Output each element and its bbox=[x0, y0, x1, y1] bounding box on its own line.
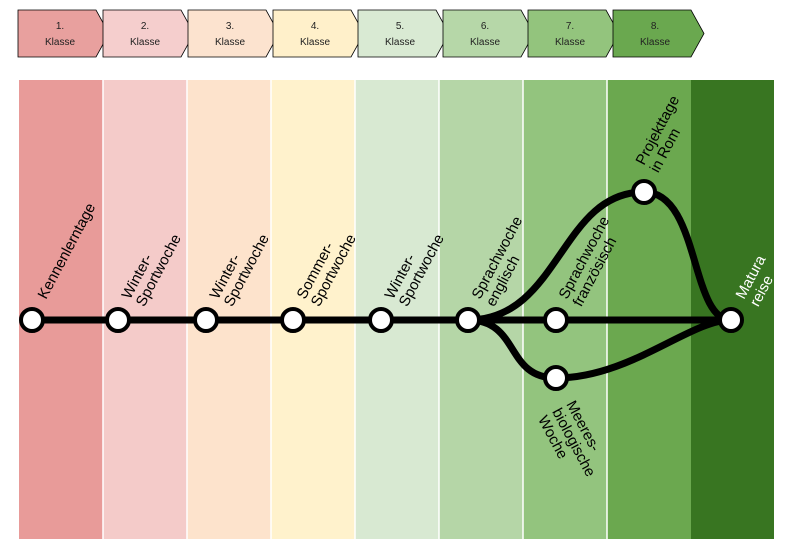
stop-sprachwoche-englisch bbox=[455, 307, 481, 333]
grade-chevron-row: 1. Klasse 2. Klasse 3. Klasse 4. Klasse 5. Klasse… bbox=[17, 9, 705, 58]
stop-meeresbiologische-woche bbox=[543, 365, 569, 391]
stop-kennenlerntage bbox=[19, 307, 45, 333]
grade-number: 6. bbox=[481, 21, 489, 32]
grade-chevron-1: 1. Klasse bbox=[17, 9, 110, 58]
station-stops bbox=[19, 179, 744, 391]
grade-label: Klasse bbox=[555, 37, 585, 48]
grade-number: 4. bbox=[311, 21, 319, 32]
grade-chevron-shape bbox=[527, 9, 620, 58]
grade-chevron-6: 6. Klasse bbox=[442, 9, 535, 58]
stop-sprachwoche-franzoesisch bbox=[543, 307, 569, 333]
grade-chevron-2: 2. Klasse bbox=[102, 9, 195, 58]
grade-chevron-8: 8. Klasse bbox=[612, 9, 705, 58]
grade-chevron-shape bbox=[442, 9, 535, 58]
stop-maturareise bbox=[718, 307, 744, 333]
grade-chevron-7: 7. Klasse bbox=[527, 9, 620, 58]
grade-chevron-3: 3. Klasse bbox=[187, 9, 280, 58]
grade-label: Klasse bbox=[215, 37, 245, 48]
grade-number: 5. bbox=[396, 21, 404, 32]
stop-winter-sportwoche-1 bbox=[105, 307, 131, 333]
grade-label: Klasse bbox=[385, 37, 415, 48]
grade-band-5 bbox=[355, 80, 439, 539]
grade-label: Klasse bbox=[640, 37, 670, 48]
grade-chevron-4: 4. Klasse bbox=[272, 9, 365, 58]
grade-number: 8. bbox=[651, 21, 659, 32]
grade-label: Klasse bbox=[45, 37, 75, 48]
stop-winter-sportwoche-3 bbox=[368, 307, 394, 333]
grade-number: 2. bbox=[141, 21, 149, 32]
stop-projekttage-rom bbox=[631, 179, 657, 205]
grade-label: Klasse bbox=[470, 37, 500, 48]
grade-number: 3. bbox=[226, 21, 234, 32]
grade-chevron-shape bbox=[357, 9, 450, 58]
grade-label: Klasse bbox=[300, 37, 330, 48]
grade-chevron-shape bbox=[102, 9, 195, 58]
stop-sommer-sportwoche bbox=[280, 307, 306, 333]
grade-label: Klasse bbox=[130, 37, 160, 48]
stop-winter-sportwoche-2 bbox=[193, 307, 219, 333]
grade-number: 7. bbox=[566, 21, 574, 32]
grade-number: 1. bbox=[56, 21, 64, 32]
grade-chevron-shape bbox=[17, 9, 110, 58]
grade-chevron-shape bbox=[272, 9, 365, 58]
grade-chevron-shape bbox=[187, 9, 280, 58]
grade-band-4 bbox=[271, 80, 355, 539]
grade-band-8 bbox=[607, 80, 691, 539]
grade-chevron-shape bbox=[612, 9, 705, 58]
grade-chevron-5: 5. Klasse bbox=[357, 9, 450, 58]
grade-band-7 bbox=[523, 80, 607, 539]
